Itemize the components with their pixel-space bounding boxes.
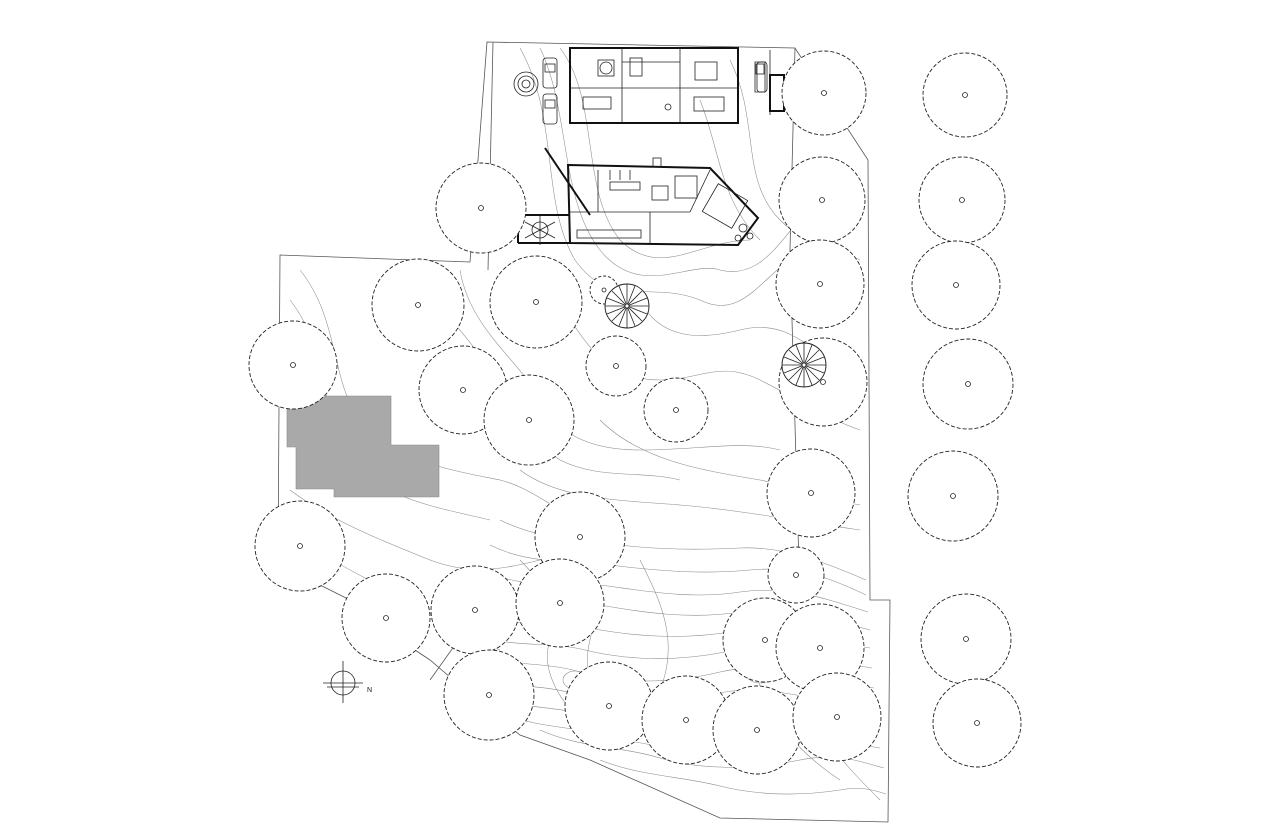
tree (489, 255, 583, 349)
tree (515, 558, 605, 648)
tree (911, 240, 1001, 330)
tree (371, 258, 465, 352)
tree (775, 239, 865, 329)
tree (932, 678, 1022, 768)
round-feature (513, 71, 539, 97)
tree (792, 672, 882, 762)
small-tree-symbol (524, 215, 556, 245)
conifers (604, 283, 827, 388)
tree (712, 685, 802, 775)
tree (781, 50, 867, 136)
north-arrow: N (323, 661, 372, 703)
tree (254, 500, 346, 592)
tree (430, 565, 520, 655)
tree (443, 649, 535, 741)
tree (641, 675, 731, 765)
tree (248, 320, 338, 410)
main-house (517, 147, 760, 247)
tree (483, 374, 575, 466)
neighbor-building (286, 389, 440, 498)
tree (585, 335, 647, 397)
tree (907, 450, 999, 542)
conifer (604, 283, 650, 329)
tree (922, 52, 1008, 138)
tree (341, 573, 431, 663)
tree (564, 661, 654, 751)
tree (643, 377, 709, 443)
tree (778, 156, 866, 244)
tree (922, 338, 1014, 430)
tree (435, 162, 527, 254)
upper-building (569, 47, 785, 124)
trees (248, 50, 1022, 775)
tree (918, 156, 1006, 244)
parked-cars (542, 57, 768, 125)
north-label: N (367, 687, 372, 694)
tree (767, 546, 825, 604)
tree (920, 593, 1012, 685)
conifer (781, 342, 827, 388)
tree (766, 448, 856, 538)
